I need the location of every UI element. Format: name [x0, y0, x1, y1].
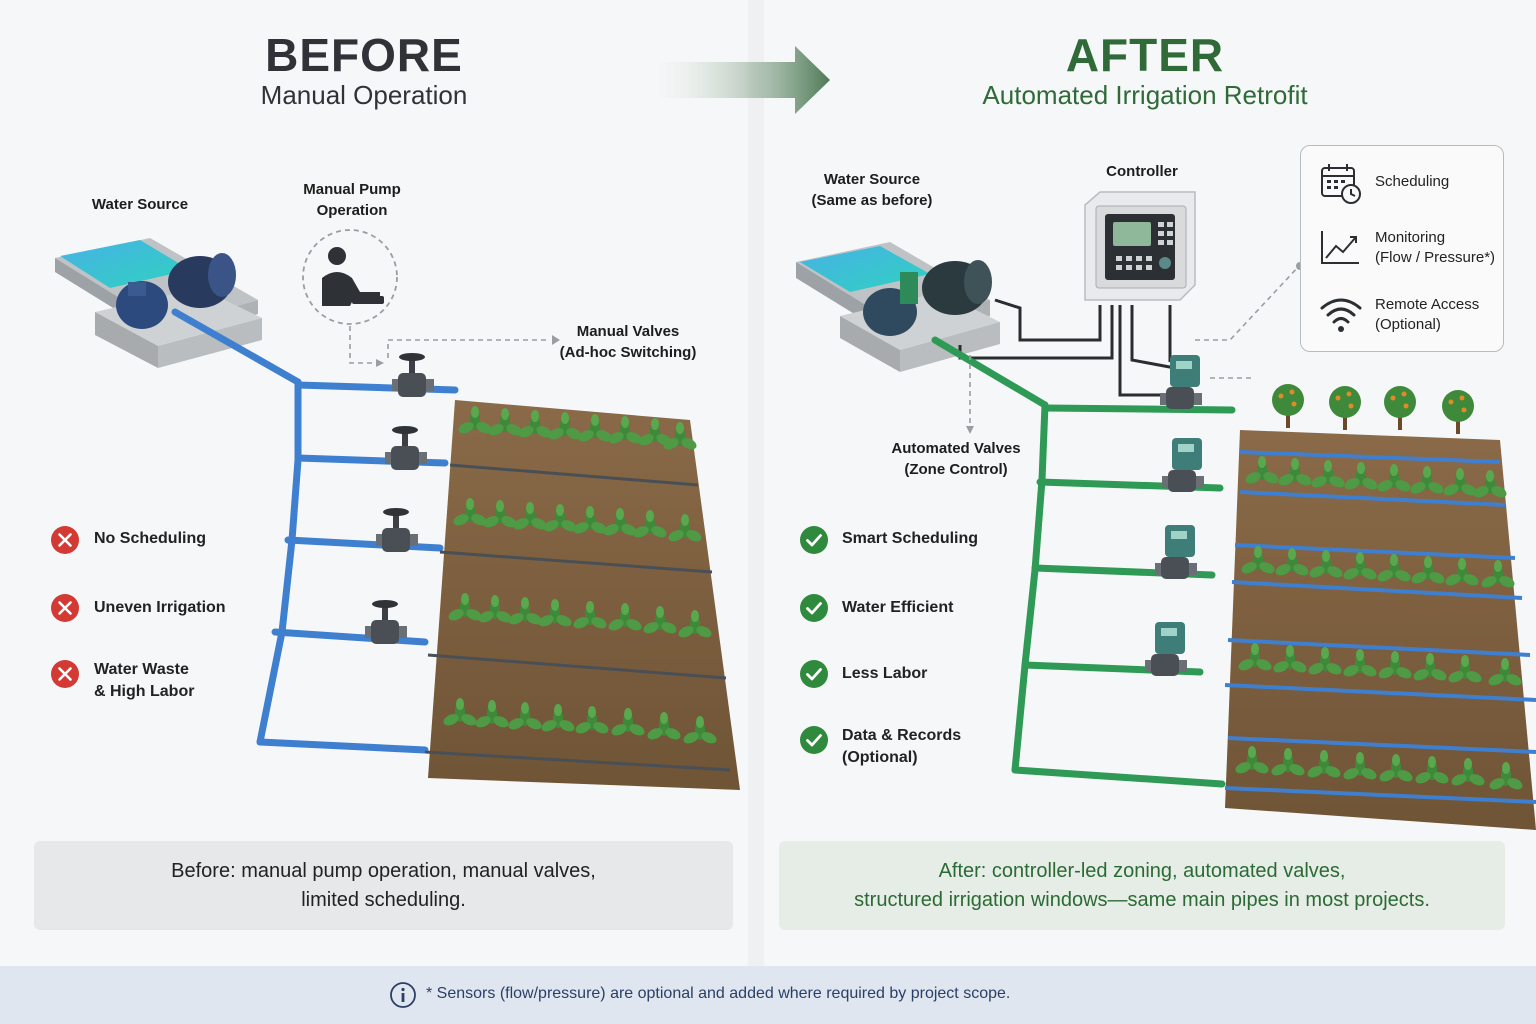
- feature-remote-access: Remote Access (Optional): [1375, 295, 1479, 335]
- before-subtitle: Manual Operation: [260, 80, 468, 110]
- x-circle-icon: [51, 526, 79, 554]
- after-caption-line2: structured irrigation windows—same main …: [854, 889, 1430, 911]
- after-caption: After: controller-led zoning, automated …: [779, 841, 1505, 930]
- check-circle-icon: [800, 594, 828, 622]
- check-circle-icon: [800, 526, 828, 554]
- wifi-icon: [1320, 298, 1362, 332]
- feature-monitoring-line1: Monitoring: [1375, 229, 1446, 246]
- manual-valves-label-line1: Manual Valves: [576, 323, 680, 340]
- feature-remote-access-line1: Remote Access: [1375, 296, 1480, 313]
- benefit-label: Smart Scheduling: [842, 530, 979, 547]
- water-source-same-label: Water Source (Same as before): [792, 169, 952, 211]
- water-source-same-label-line2: (Same as before): [811, 192, 933, 209]
- automated-valves-label-line1: Automated Valves: [891, 440, 1021, 457]
- issue-label: Water Waste & High Labor: [94, 659, 294, 703]
- x-circle-icon: [51, 594, 79, 622]
- benefit-label: Less Labor: [842, 665, 928, 682]
- feature-remote-access-line2: (Optional): [1375, 316, 1441, 333]
- manual-pump-label-line2: Operation: [316, 202, 388, 219]
- before-caption-line2: limited scheduling.: [301, 889, 466, 911]
- issue-label-line2: & High Labor: [94, 683, 195, 700]
- after-subtitle: Automated Irrigation Retrofit: [982, 80, 1308, 110]
- illustration-layer: [55, 46, 1536, 830]
- controller-features-box: Scheduling Monitoring (Flow / Pressure*)…: [1300, 145, 1504, 352]
- automated-valves-label-line2: (Zone Control): [904, 461, 1008, 478]
- controller-label: Controller: [1106, 163, 1178, 180]
- manual-valves-label: Manual Valves (Ad-hoc Switching): [548, 321, 708, 363]
- calendar-clock-icon: [1321, 164, 1361, 204]
- benefit-label: Water Efficient: [842, 599, 954, 616]
- info-icon: [390, 982, 416, 1008]
- benefit-label-line1: Data & Records: [842, 727, 962, 744]
- footer-note: * Sensors (flow/pressure) are optional a…: [426, 985, 1011, 1002]
- manual-pump-label: Manual Pump Operation: [282, 179, 422, 221]
- before-caption: Before: manual pump operation, manual va…: [34, 841, 733, 930]
- before-caption-line1: Before: manual pump operation, manual va…: [171, 860, 596, 882]
- after-caption-line1: After: controller-led zoning, automated …: [938, 860, 1346, 882]
- x-circle-icon: [51, 660, 79, 688]
- benefit-label-line2: (Optional): [842, 749, 918, 766]
- feature-monitoring: Monitoring (Flow / Pressure*): [1375, 228, 1495, 268]
- feature-scheduling: Scheduling: [1375, 173, 1450, 190]
- automated-valves-label: Automated Valves (Zone Control): [876, 438, 1036, 480]
- manual-valves-label-line2: (Ad-hoc Switching): [559, 344, 697, 361]
- issue-label: Uneven Irrigation: [94, 599, 226, 616]
- issue-label: No Scheduling: [94, 530, 206, 547]
- issue-label-line1: Water Waste: [94, 661, 189, 678]
- water-source-same-label-line1: Water Source: [823, 171, 921, 188]
- feature-monitoring-line2: (Flow / Pressure*): [1375, 249, 1496, 266]
- water-source-label: Water Source: [91, 196, 189, 213]
- footer-note-bar: * Sensors (flow/pressure) are optional a…: [0, 966, 1536, 1024]
- check-circle-icon: [800, 726, 828, 754]
- trend-chart-icon: [1321, 231, 1359, 264]
- after-title: AFTER: [1065, 29, 1225, 81]
- before-title: BEFORE: [265, 29, 463, 81]
- check-circle-icon: [800, 660, 828, 688]
- benefit-label: Data & Records (Optional): [842, 725, 1062, 769]
- manual-pump-label-line1: Manual Pump: [303, 181, 401, 198]
